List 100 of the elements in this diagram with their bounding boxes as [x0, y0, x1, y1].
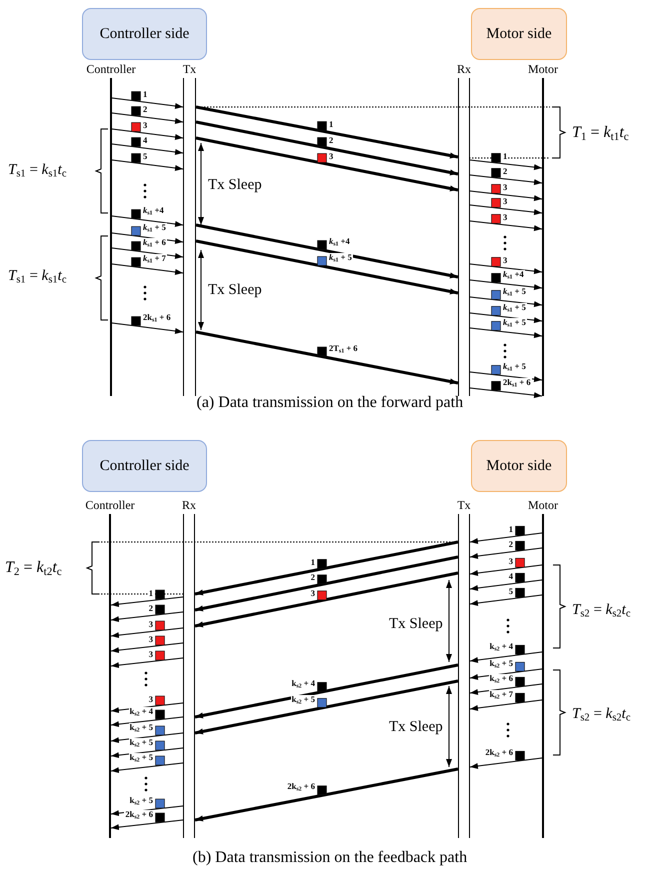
lifeline-label: Tx: [182, 63, 196, 75]
packet-label: k$_{s2}$ + 7: [488, 690, 514, 698]
state-label: Tx Sleep: [208, 282, 262, 298]
lifeline-label: Controller: [86, 63, 136, 75]
packet-label: 3: [502, 212, 508, 222]
state-label: Tx Sleep: [389, 718, 443, 735]
packet-label: 3: [148, 620, 154, 628]
arrow: [110, 658, 184, 668]
state-label: Tx Sleep: [389, 616, 443, 632]
arrow: [470, 220, 542, 232]
arrow: [470, 564, 542, 576]
packet-label: k$_{s1}$ +4: [328, 237, 351, 246]
lifeline-label: Motor: [528, 63, 558, 75]
arrow: [110, 820, 184, 830]
packet-label: k$_{s2}$ + 4: [128, 706, 154, 716]
packet-label: k$_{s1}$ + 5: [502, 362, 527, 370]
arrow: [110, 716, 184, 728]
lifeline-label: Controller: [85, 499, 135, 511]
equation: T$_{s2}$ = k$_{s2}$t$_{c}$: [572, 602, 631, 618]
packet-label: 3: [148, 650, 154, 658]
packet-label: 2k$_{s2}$ + 6: [286, 782, 316, 791]
arrow: [470, 280, 542, 290]
arrow: [112, 248, 184, 259]
packet-label: 2: [328, 136, 334, 144]
packet-label: 2: [310, 573, 316, 582]
packet-label: 1: [148, 588, 154, 598]
packet-label: k$_{s2}$ + 5: [128, 722, 154, 732]
side-box: Controller side: [82, 8, 207, 60]
arrow: [112, 160, 184, 171]
packet-label: 5: [508, 586, 514, 596]
arrow: [112, 112, 184, 124]
arrow: [470, 204, 542, 216]
arrow: [112, 216, 184, 227]
packet-label: 3: [508, 556, 514, 566]
caption: (a) Data transmission on the forward path: [196, 394, 464, 412]
lifeline-label: Rx: [457, 63, 471, 75]
packet-label: k$_{s1}$ + 5: [502, 318, 527, 326]
arrow: [110, 596, 184, 608]
arrow: [470, 174, 542, 186]
arrow: [196, 106, 458, 158]
packet-label: k$_{s2}$ + 5: [488, 658, 514, 668]
packet-label: k$_{s2}$ + 5: [290, 694, 316, 704]
arrow: [196, 224, 458, 278]
arrow: [112, 322, 184, 334]
packet-label: k$_{s1}$ + 6: [142, 238, 167, 247]
lifeline-label: Motor: [528, 499, 558, 511]
packet-label: 1: [310, 558, 316, 566]
side-box: Motor side: [471, 440, 567, 492]
packet-label: 2k$_{s1}$ + 6: [502, 378, 532, 386]
packet-label: 3: [502, 256, 508, 264]
packet-label: k$_{s1}$ + 5: [502, 286, 527, 296]
equation: T$_{s2}$ = k$_{s2}$t$_{c}$: [572, 706, 631, 722]
packet-label: 1: [508, 524, 514, 534]
packet-label: 3: [148, 634, 154, 644]
arrow: [470, 594, 542, 606]
packet-label: 3: [328, 152, 334, 160]
packet-label: 2: [508, 540, 514, 548]
arrow: [470, 388, 542, 398]
arrow: [470, 160, 542, 170]
arrow: [110, 628, 184, 638]
packet-label: k$_{s1}$ + 5: [328, 253, 353, 262]
arrow: [110, 748, 184, 758]
equation: T$_{s1}$ = k$_{s1}$t$_{c}$: [8, 268, 67, 284]
arrow: [194, 556, 458, 612]
lifeline-label: Rx: [182, 499, 196, 511]
arrow: [194, 664, 458, 718]
packet-label: 3: [310, 589, 316, 598]
packet-label: k$_{s2}$ + 4: [290, 678, 316, 688]
arrow: [470, 758, 542, 769]
arrow: [470, 264, 542, 274]
arrow: [470, 652, 542, 663]
packet-label: k$_{s1}$ + 7: [142, 254, 167, 263]
side-box: Motor side: [471, 8, 567, 60]
arrow: [470, 372, 542, 382]
packet-label: 2: [142, 105, 148, 114]
arrow: [112, 264, 184, 275]
equation: T$_{1}$ = k$_{t1}$t$_{c}$: [572, 124, 629, 142]
caption: (b) Data transmission on the feedback path: [192, 849, 468, 867]
arrow: [470, 328, 542, 338]
packet-label: k$_{s2}$ + 4: [488, 642, 514, 650]
packet-label: k$_{s2}$ + 5: [128, 796, 154, 804]
arrow: [194, 572, 458, 628]
packet-label: 2k$_{s2}$ + 6: [124, 810, 154, 818]
arrow: [112, 128, 184, 140]
packet-label: 1: [328, 120, 334, 129]
packet-label: 3: [502, 182, 508, 192]
packet-label: k$_{s1}$ + 5: [142, 223, 167, 232]
packet-label: 4: [142, 136, 148, 145]
packet-label: 2T$_{s1}$ + 6: [328, 344, 359, 352]
arrow: [196, 330, 458, 384]
arrow: [196, 240, 458, 294]
arrow: [110, 612, 184, 622]
arrow: [196, 136, 458, 192]
packet-label: k$_{s2}$ + 5: [128, 752, 154, 762]
arrow: [196, 120, 458, 176]
packet-label: k$_{s1}$ + 5: [502, 302, 527, 312]
packet-label: k$_{s2}$ + 5: [128, 738, 154, 746]
packet-label: 4: [508, 572, 514, 580]
state-label: Tx Sleep: [208, 176, 262, 193]
side-box: Controller side: [82, 440, 207, 492]
